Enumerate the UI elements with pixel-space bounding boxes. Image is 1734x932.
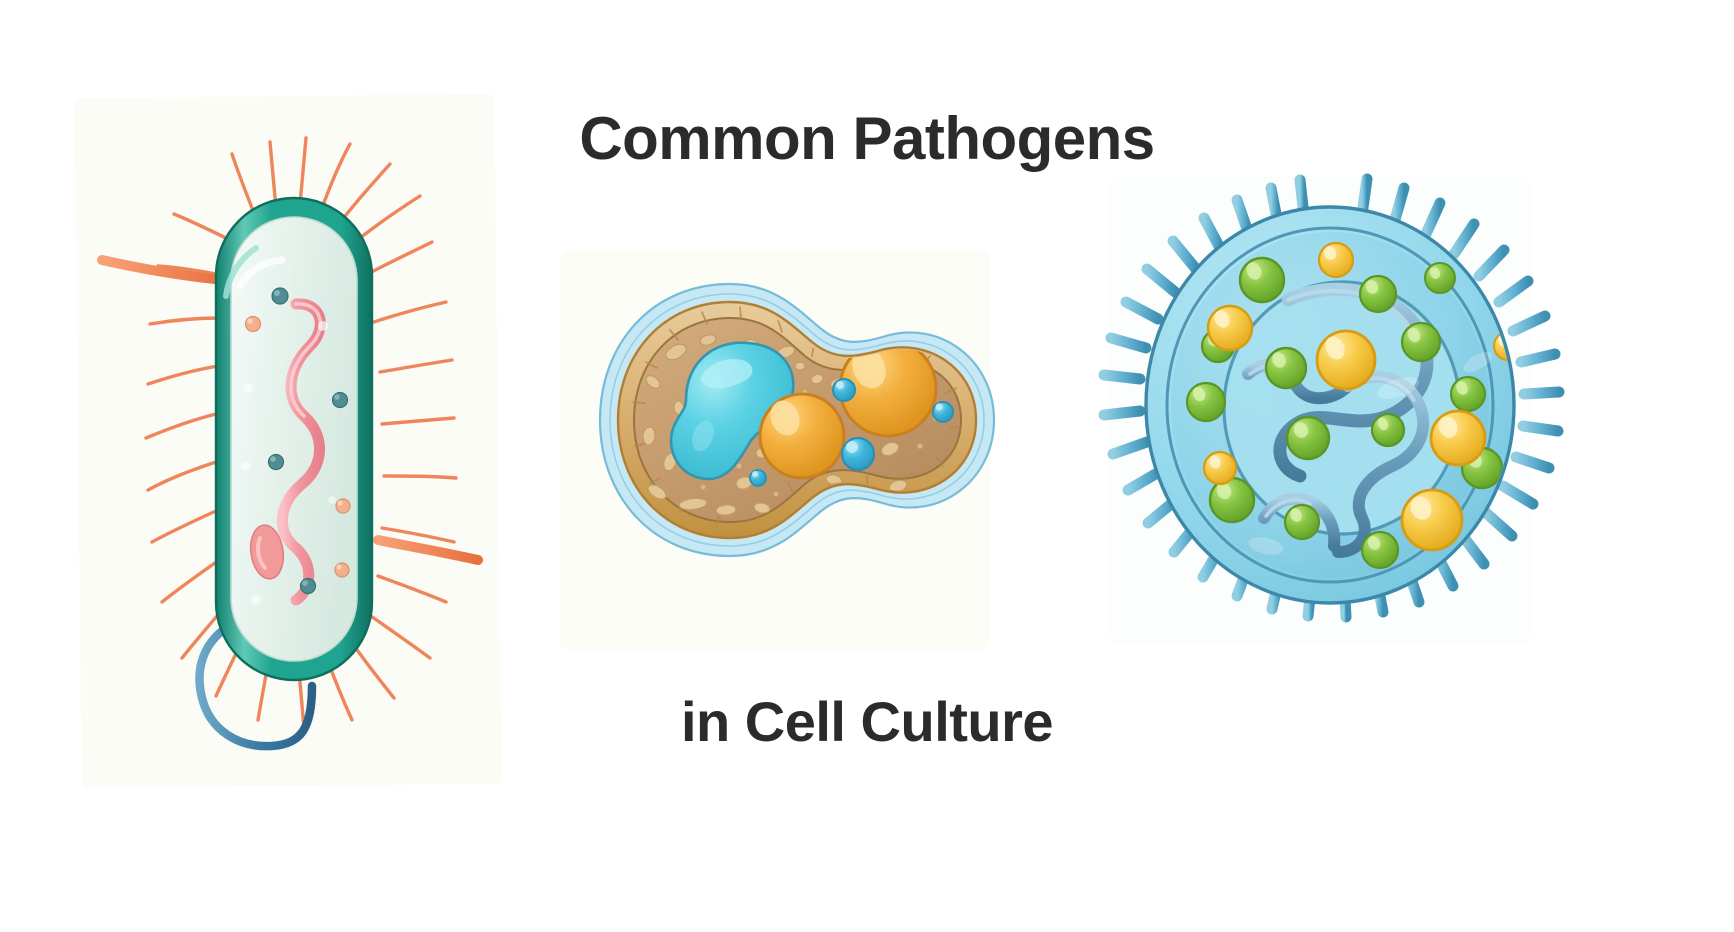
vacuole-glint [692, 420, 714, 452]
vacuole-highlight [700, 358, 753, 389]
blue-vesicles [749, 378, 954, 487]
ribosome-granules [241, 287, 351, 605]
cytoplasm [230, 216, 358, 662]
pili [144, 136, 458, 730]
virus-illustration [1098, 170, 1565, 623]
dna-strand-highlight [289, 302, 322, 418]
bacterium-illustration [97, 136, 483, 751]
yeast-illustration [598, 282, 996, 558]
flagellum [195, 623, 317, 751]
membrane-inner-line [1165, 226, 1495, 584]
cytoplasm-glints [1248, 351, 1493, 555]
pili-thick [97, 255, 483, 565]
wall-highlight [223, 245, 259, 299]
plasmid-highlight [255, 536, 267, 570]
yellow-granules [1202, 241, 1512, 552]
nucleus-small-highlight [770, 400, 800, 436]
capsule-inner-line [609, 293, 985, 547]
nucleus-large-highlight [852, 347, 886, 389]
surface-spikes [1098, 170, 1565, 623]
cytoplasm-highlight [236, 256, 286, 290]
